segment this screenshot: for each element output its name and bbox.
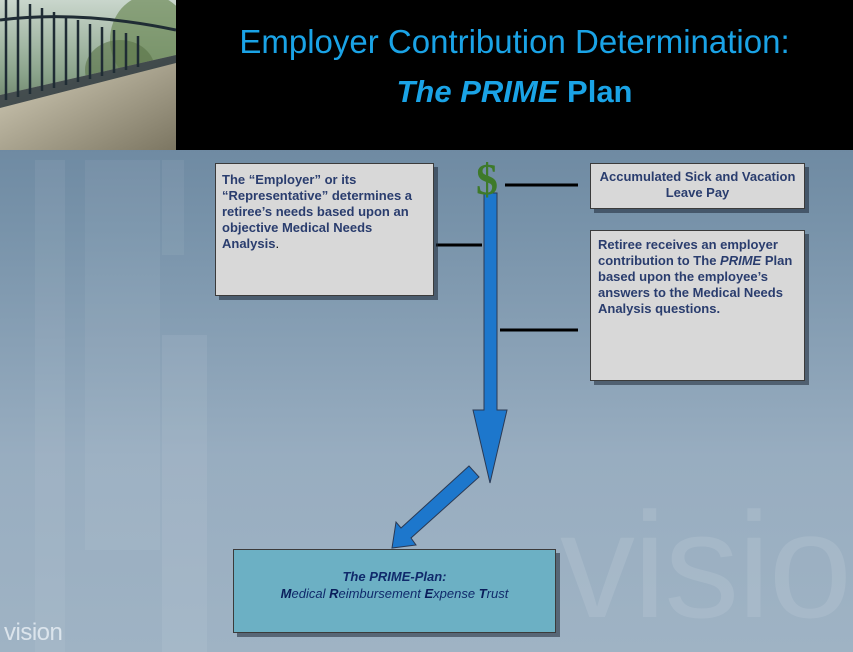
footer-logo: vision [4, 619, 63, 646]
retiree-text-2: Plan based upon the employee’s answers t… [598, 253, 793, 316]
subtitle-italic: The PRIME [396, 74, 559, 109]
diagonal-arrow [391, 465, 480, 549]
prime-plan-expansion: Medical Reimbursement Expense Trust [234, 585, 555, 602]
slide-title: Employer Contribution Determination: [239, 23, 790, 60]
prime-plan-box: The PRIME-Plan: Medical Reimbursement Ex… [233, 549, 556, 633]
slide-subtitle: The PRIME Plan [176, 72, 853, 112]
letter-t: T [478, 586, 487, 601]
word-edical: edical [291, 586, 326, 601]
background-stripe [162, 335, 207, 652]
employer-text: The “Employer” or its “Representative” d… [222, 172, 413, 251]
letter-r: R [329, 586, 339, 601]
dollar-icon: $ [476, 155, 498, 204]
background-stripe [35, 160, 65, 652]
word-eimbursement: eimbursement [338, 586, 421, 601]
word-rust: rust [486, 586, 509, 601]
prime-plan-title: The PRIME-Plan: [342, 569, 447, 584]
down-arrow [472, 192, 508, 484]
employer-period: . [275, 236, 280, 251]
employer-box: The “Employer” or its “Representative” d… [215, 163, 434, 296]
word-xpense: xpense [433, 586, 476, 601]
watermark-text: vision [560, 481, 853, 649]
background-stripe [162, 160, 184, 255]
bridge-photo [0, 0, 176, 150]
subtitle-rest: Plan [567, 74, 633, 109]
letter-e: E [424, 586, 434, 601]
accumulated-text: Accumulated Sick and Vacation Leave Pay [599, 169, 796, 200]
background-stripe [85, 160, 160, 550]
accumulated-leave-box: Accumulated Sick and Vacation Leave Pay [590, 163, 805, 209]
retiree-box: Retiree receives an employer contributio… [590, 230, 805, 381]
title-bar: Employer Contribution Determination: The… [176, 0, 853, 150]
letter-m: M [280, 586, 292, 601]
retiree-text-1: Retiree receives an employer contributio… [598, 237, 778, 268]
retiree-prime: PRIME [720, 253, 762, 268]
